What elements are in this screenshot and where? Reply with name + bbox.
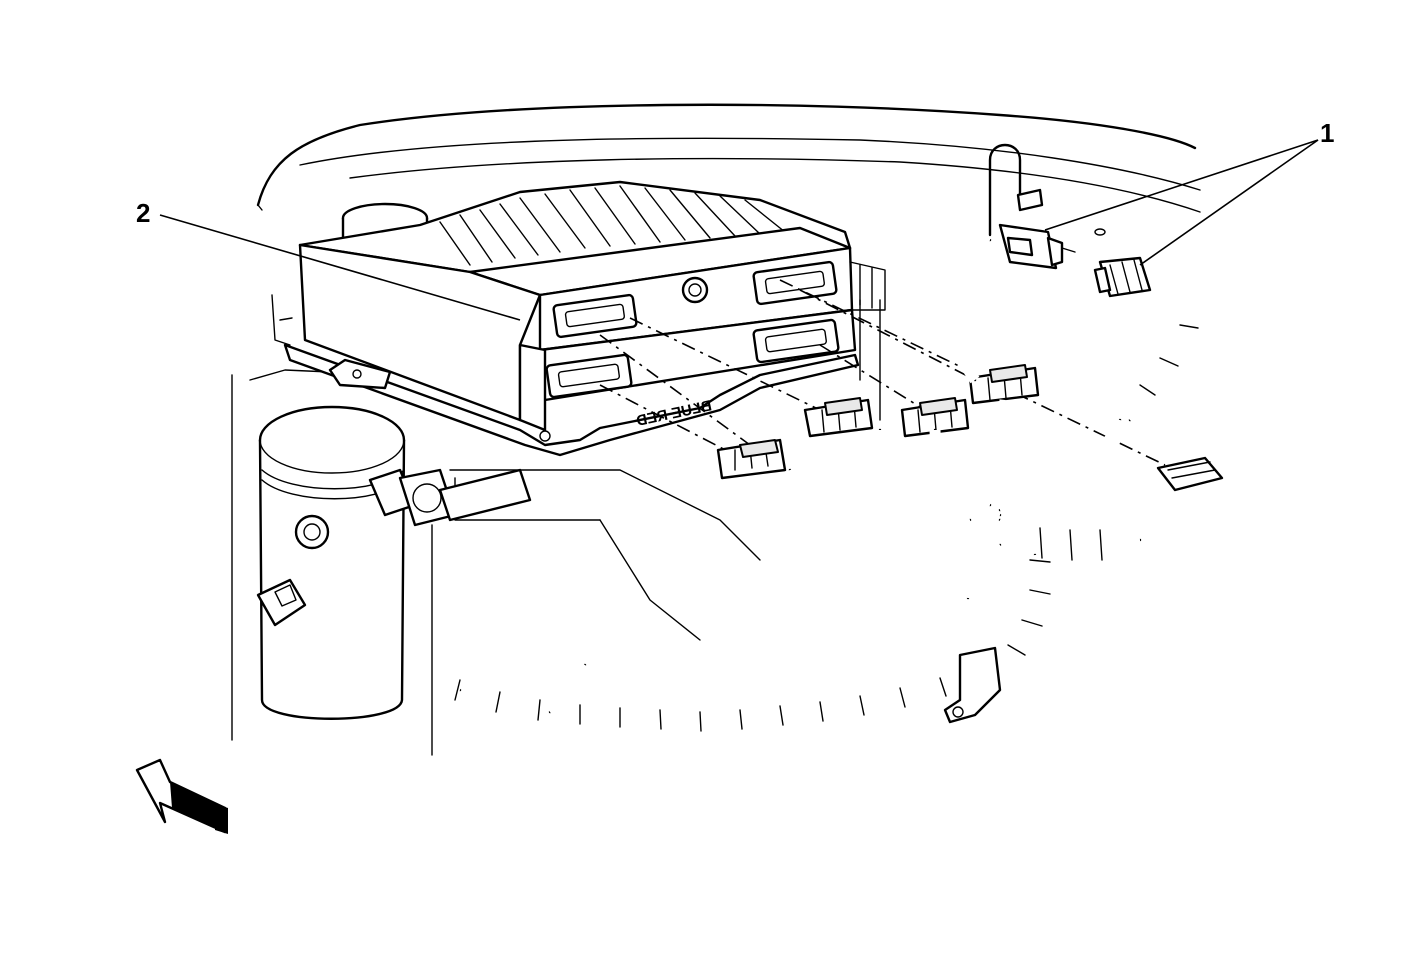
ecm-socket-lower-right — [752, 318, 840, 364]
pipe-fitting — [368, 468, 532, 756]
front-direction-arrow — [135, 758, 228, 834]
ecm-socket-upper-right — [752, 260, 838, 306]
left-canister — [256, 405, 406, 720]
callout-1: 1 — [1320, 118, 1334, 148]
harness-bracket — [943, 646, 1002, 724]
color-code-stencil: BLUE RED — [635, 397, 714, 430]
harness-connector-d — [968, 364, 1040, 405]
engine-block — [231, 299, 881, 741]
sensor-item-1 — [988, 143, 1106, 270]
sensor-connector-item-1 — [1093, 256, 1152, 298]
harness-connector-b — [803, 397, 874, 438]
ecm-socket-upper-left — [552, 293, 638, 339]
ecm-socket-lower-left — [545, 353, 633, 399]
harness-connector-a — [716, 438, 787, 480]
heat-sink-fins — [439, 185, 786, 266]
loose-connector — [1156, 456, 1224, 492]
callout-2: 2 — [136, 198, 150, 228]
harness-connector-c — [900, 397, 970, 438]
hood-outline — [256, 103, 1201, 213]
callout-leaders — [159, 139, 1319, 321]
